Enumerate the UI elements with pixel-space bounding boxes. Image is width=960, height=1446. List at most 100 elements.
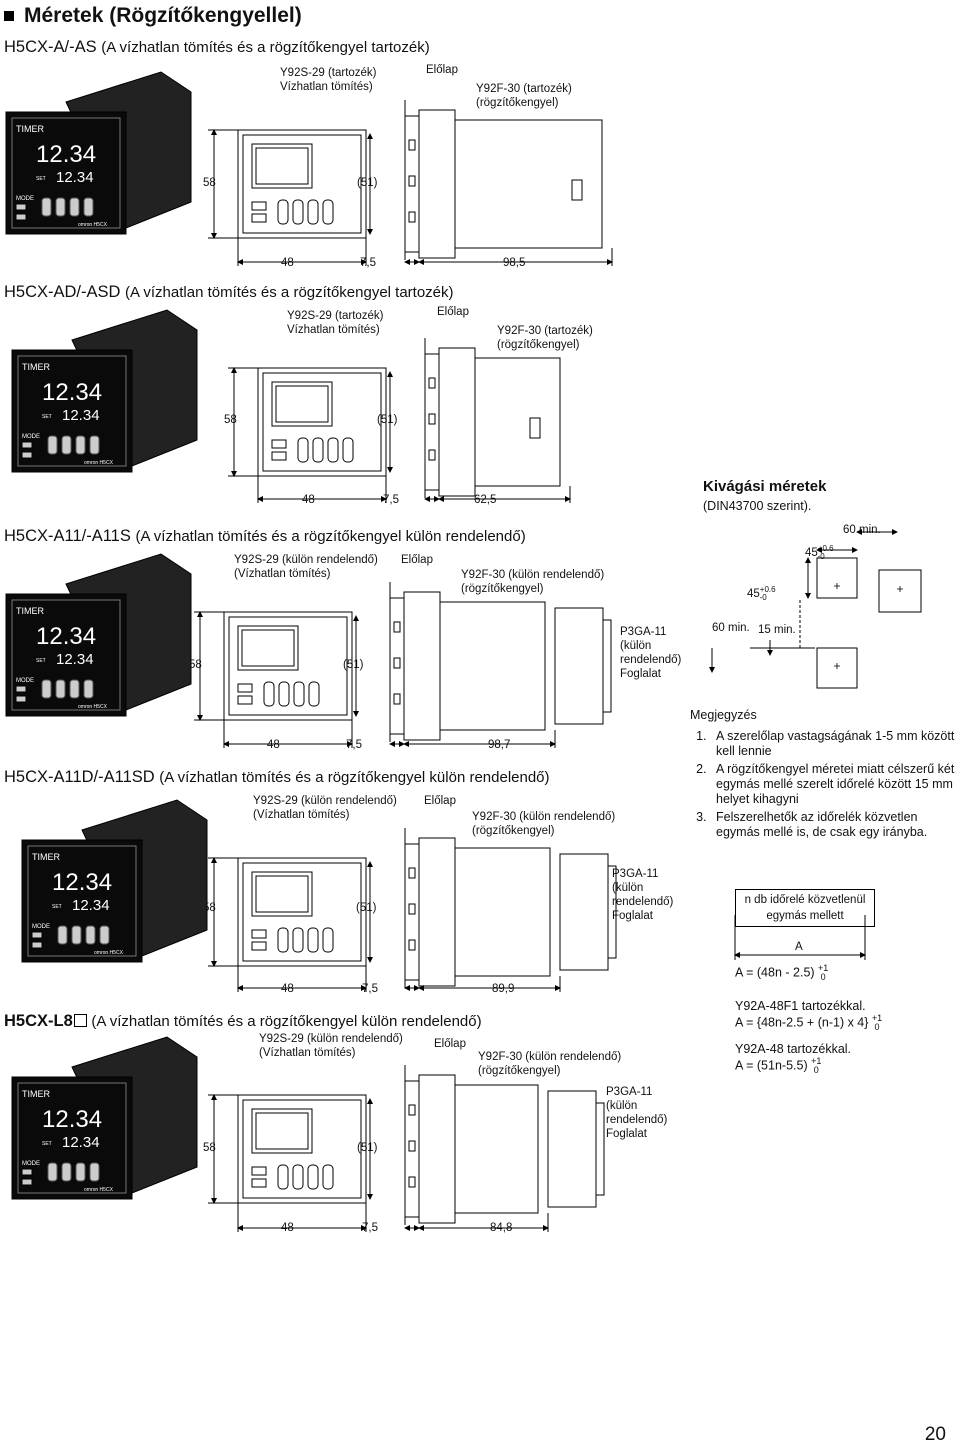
dim-thickness: 7,5 xyxy=(383,494,399,506)
device-button xyxy=(41,197,52,217)
dim-depth: 89,9 xyxy=(492,983,515,995)
front-outline xyxy=(237,1094,367,1204)
dim-inner: (51) xyxy=(357,177,378,189)
bracket-body xyxy=(438,347,476,497)
dim-thickness: 7,5 xyxy=(362,1222,378,1234)
bracket-label: Y92F-30 (tartozék)(rögzítőkengyel) xyxy=(497,325,593,351)
bracket-body xyxy=(403,591,441,741)
front-small-button xyxy=(237,683,253,693)
device-maker: omron H5CX xyxy=(78,704,108,710)
dim-depth: 84,8 xyxy=(490,1222,513,1234)
device-button xyxy=(55,197,66,217)
bracket-body xyxy=(418,1074,456,1224)
device-display-main: 12.34 xyxy=(36,623,96,650)
cutout-min-h: 60 min. xyxy=(843,524,881,536)
front-button xyxy=(277,1164,289,1190)
device-face xyxy=(21,839,143,963)
cutout-title: Kivágási méretek xyxy=(703,478,827,495)
device-button xyxy=(57,925,68,945)
front-bezel xyxy=(424,353,440,491)
section-title-a11d: H5CX-A11D/-A11SD (A vízhatlan tömítés és… xyxy=(4,768,550,786)
gasket-detail xyxy=(408,1176,416,1188)
front-button xyxy=(293,681,305,707)
front-small-button xyxy=(251,941,267,951)
device-small-button xyxy=(31,931,43,939)
front-display-inner xyxy=(255,147,309,185)
front-button xyxy=(263,681,275,707)
bullet-square-icon xyxy=(4,11,14,21)
socket-body xyxy=(547,1090,597,1208)
front-button xyxy=(277,927,289,953)
gasket-detail xyxy=(408,175,416,187)
gasket-label: Y92S-29 (külön rendelendő)(Vízhatlan töm… xyxy=(253,795,397,821)
device-brand: TIMER xyxy=(22,362,50,372)
page-number: 20 xyxy=(924,1424,946,1445)
note-item: A rögzítőkengyel méretei miatt célszerű … xyxy=(710,762,955,807)
gasket-detail xyxy=(428,413,436,425)
device-display-sub: 12.34 xyxy=(72,897,110,914)
device-display-sub: 12.34 xyxy=(62,1134,100,1151)
device-body xyxy=(65,71,192,229)
dim-thickness: 7,5 xyxy=(346,739,362,751)
device-maker: omron H5CX xyxy=(94,950,124,956)
front-button xyxy=(292,927,304,953)
dim-inner: (51) xyxy=(377,414,398,426)
device-display-sub: 12.34 xyxy=(56,651,94,668)
device-brand: TIMER xyxy=(32,852,60,862)
device-display-sub: 12.34 xyxy=(56,169,94,186)
front-button xyxy=(322,199,334,225)
notes: Megjegyzés A szerelőlap vastagságának 1-… xyxy=(690,708,955,843)
ganged-box: n db időrelé közvetlenül egymás mellett xyxy=(735,889,875,927)
gasket-label: Y92S-29 (külön rendelendő)(Vízhatlan töm… xyxy=(259,1033,403,1059)
dim-depth: 98,7 xyxy=(488,739,511,751)
socket-body xyxy=(559,853,609,971)
device-small-button xyxy=(21,441,33,449)
device-button xyxy=(69,679,80,699)
device-button xyxy=(75,1162,86,1182)
front-small-button xyxy=(271,439,287,449)
front-label: Előlap xyxy=(426,64,458,76)
front-inner xyxy=(262,372,382,472)
gasket-label: Y92S-29 (külön rendelendő)(Vízhatlan töm… xyxy=(234,554,378,580)
gasket-detail xyxy=(408,867,416,879)
front-inner xyxy=(242,1099,362,1199)
device-mode: MODE xyxy=(22,434,40,440)
device-body xyxy=(71,1036,198,1194)
gasket-detail xyxy=(393,621,401,633)
front-display xyxy=(251,871,313,917)
front-inner xyxy=(242,134,362,234)
cutout-square xyxy=(878,569,922,613)
gasket-detail xyxy=(408,211,416,223)
device-face-border xyxy=(17,1082,127,1194)
front-small-button xyxy=(237,695,253,705)
front-label: Előlap xyxy=(437,306,469,318)
device-face xyxy=(11,1076,133,1200)
dim-height: 58 xyxy=(224,414,237,426)
device-button xyxy=(99,925,110,945)
gasket-detail xyxy=(393,657,401,669)
front-outline xyxy=(237,129,367,239)
dim-width: 48 xyxy=(302,494,315,506)
device-button xyxy=(61,435,72,455)
dim-width: 48 xyxy=(281,983,294,995)
front-display-inner xyxy=(255,1112,309,1150)
device-small-button xyxy=(15,695,27,703)
bracket-body xyxy=(418,837,456,987)
front-button xyxy=(322,1164,334,1190)
front-label: Előlap xyxy=(434,1038,466,1050)
device-maker: omron H5CX xyxy=(78,222,108,228)
formula-3-title: Y92A-48 tartozékkal. xyxy=(735,1042,852,1056)
device-button xyxy=(89,435,100,455)
device-brand: TIMER xyxy=(16,606,44,616)
front-display-inner xyxy=(241,629,295,667)
gasket-detail xyxy=(393,693,401,705)
device-mode: MODE xyxy=(22,1161,40,1167)
device-button xyxy=(47,435,58,455)
cutout-square xyxy=(816,647,858,689)
cutout-square xyxy=(816,557,858,599)
front-button xyxy=(292,1164,304,1190)
device-face-border xyxy=(11,599,121,711)
connector-pin xyxy=(571,179,583,201)
